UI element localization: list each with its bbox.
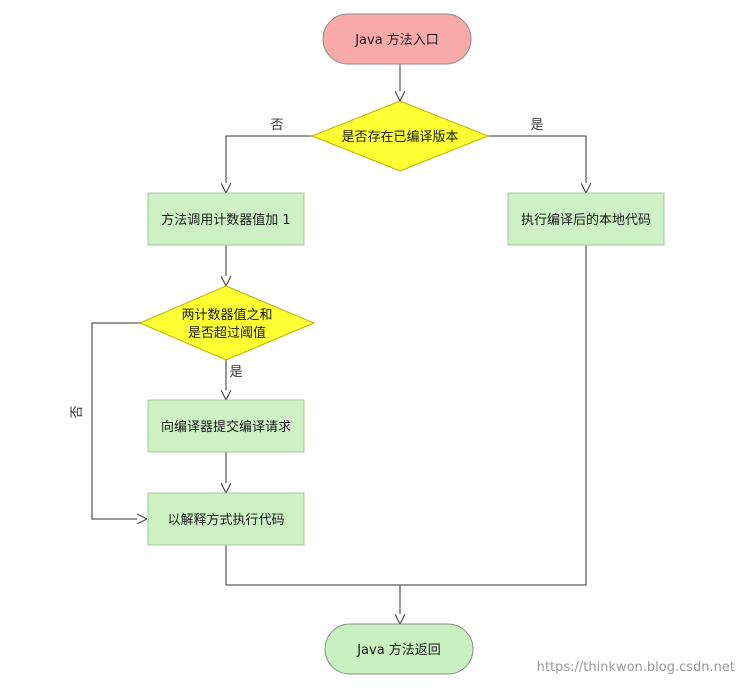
execute-compiled-process: 执行编译后的本地代码 xyxy=(507,192,665,246)
execute-compiled-label: 执行编译后的本地代码 xyxy=(521,212,651,228)
compiled-no-label: 否 xyxy=(270,118,283,133)
threshold-check-line1: 两计数器值之和 xyxy=(181,307,272,323)
edge-compiled-to-merge xyxy=(400,245,587,586)
submit-compile-label: 向编译器提交编译请求 xyxy=(161,419,291,435)
edge-threshold-no xyxy=(91,322,146,519)
threshold-decision: 两计数器值之和 是否超过阈值 xyxy=(138,285,316,361)
counter-increment-process: 方法调用计数器值加 1 xyxy=(147,192,305,246)
interpret-process: 以解释方式执行代码 xyxy=(147,492,305,546)
threshold-no-label: 否 xyxy=(70,405,85,418)
start-terminal: Java 方法入口 xyxy=(322,13,472,65)
connectors xyxy=(91,64,587,623)
edge-compiled-no xyxy=(226,135,312,192)
compiled-version-decision: 是否存在已编译版本 xyxy=(310,100,490,172)
edge-compiled-yes xyxy=(488,135,586,192)
compiled-yes-label: 是 xyxy=(530,118,543,133)
interpret-label: 以解释方式执行代码 xyxy=(167,512,284,528)
counter-increment-label: 方法调用计数器值加 1 xyxy=(161,212,290,228)
compiled-check-label: 是否存在已编译版本 xyxy=(341,130,458,145)
edge-interpret-to-merge xyxy=(225,545,400,586)
start-label: Java 方法入口 xyxy=(354,32,439,48)
watermark-text: https://thinkwon.blog.csdn.net xyxy=(537,660,735,675)
end-label: Java 方法返回 xyxy=(356,642,441,658)
end-terminal: Java 方法返回 xyxy=(324,623,474,675)
threshold-yes-label: 是 xyxy=(229,365,242,380)
threshold-check-line2: 是否超过阈值 xyxy=(188,325,266,341)
submit-compile-process: 向编译器提交编译请求 xyxy=(147,399,305,453)
